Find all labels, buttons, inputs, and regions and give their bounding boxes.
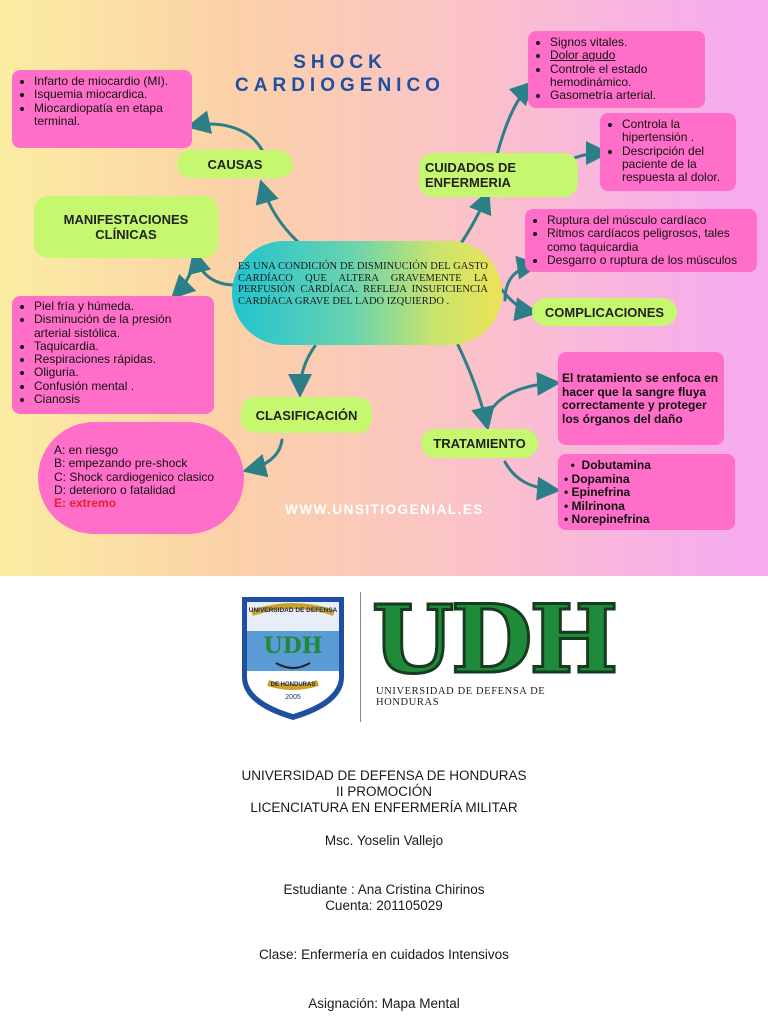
list-item: Isquemia miocardica. xyxy=(34,87,188,101)
list-item: Gasometría arterial. xyxy=(550,88,701,102)
list-item: Ritmos cardíacos peligrosos, tales como … xyxy=(547,227,753,254)
list-item: B: empezando pre-shock xyxy=(54,456,188,471)
tratamiento-drugs-box: • Dobutamina • Dopamina • Epinefrina • M… xyxy=(558,454,735,530)
program: LICENCIATURA EN ENFERMERÍA MILITAR xyxy=(250,800,518,815)
clasificacion-node: CLASIFICACIÓN xyxy=(241,397,372,433)
connector-arrows xyxy=(170,80,610,501)
shield-letters: UDH xyxy=(263,633,322,659)
arrow-center-to-cuidados xyxy=(456,189,492,250)
list-item: Desgarro o ruptura de los músculos xyxy=(547,253,753,267)
list-item: Descripción del paciente de la respuesta… xyxy=(622,144,732,185)
drug-name: Norepinefrina xyxy=(571,512,650,526)
list-item: Oliguria. xyxy=(34,366,210,380)
list-item: E: extremo xyxy=(54,496,117,511)
udh-shield-logo: UNIVERSIDAD DE DEFENSA UDH DE HONDURAS 2… xyxy=(242,597,344,720)
university-name: UNIVERSIDAD DE DEFENSA DE HONDURAS xyxy=(241,768,527,783)
student: Estudiante : Ana Cristina Chirinos xyxy=(283,882,485,897)
central-definition: ES UNA CONDICIÓN DE DISMINUCIÓN DEL GAST… xyxy=(232,241,502,345)
title-line-1: SHOCK xyxy=(293,52,387,73)
arrow-center-to-clasificacion xyxy=(288,344,317,398)
watermark: WWW.UNSITIOGENIAL.ES xyxy=(285,502,484,517)
list-item: • Milrinona xyxy=(564,498,625,513)
list-item: Cianosis xyxy=(34,392,210,406)
mind-map: SHOCK CARDIOGENICO Infarto de miocardio … xyxy=(0,0,768,576)
drug-name: Milrinona xyxy=(571,498,625,513)
tratamiento-node: TRATAMIENTO xyxy=(421,429,538,458)
drug-name: Dobutamina xyxy=(581,458,651,472)
list-item: Respiraciones rápidas. xyxy=(34,352,210,366)
shield-year-text: 2005 xyxy=(285,694,301,701)
list-item: C: Shock cardiogenico clasico xyxy=(54,469,215,484)
logo-divider xyxy=(360,592,361,722)
list-item: Piel fría y húmeda. xyxy=(34,299,210,313)
list-item: Infarto de miocardio (MI). xyxy=(34,74,188,88)
cuidados-box-b: Controla la hipertensión . Descripción d… xyxy=(600,113,736,191)
promotion: II PROMOCIÓN xyxy=(335,784,432,799)
list-item: • Norepinefrina xyxy=(564,512,650,526)
list-item: Miocardiopatía en etapa terminal. xyxy=(34,101,188,129)
udh-big-letters: UDH xyxy=(371,585,620,695)
teacher: Msc. Yoselin Vallejo xyxy=(324,833,444,848)
complicaciones-box: Ruptura del músculo cardíaco Ritmos card… xyxy=(525,209,757,272)
list-item: • Epinefrina xyxy=(564,485,631,499)
list-item: Controla la hipertensión . xyxy=(622,117,732,145)
title-line-2: CARDIOGENICO xyxy=(235,75,445,96)
arrow-center-to-manifest xyxy=(187,249,237,287)
list-item: A: en riesgo xyxy=(54,443,119,457)
arrow-center-to-tratamiento xyxy=(456,343,495,431)
cuidados-node: CUIDADOS DE ENFERMERIA xyxy=(419,153,578,197)
list-item: Ruptura del músculo cardíaco xyxy=(547,213,753,227)
list-item: • Dobutamina xyxy=(564,458,651,472)
tratamiento-description-box: El tratamiento se enfoca en hacer que la… xyxy=(558,352,724,445)
list-item: Controle el estado hemodinámico. xyxy=(550,62,701,90)
account: Cuenta: 201105029 xyxy=(325,898,443,913)
shield-top-text: UNIVERSIDAD DE DEFENSA xyxy=(249,607,338,614)
shield-bottom-text: DE HONDURAS xyxy=(271,682,316,688)
arrow-center-to-causas xyxy=(255,179,300,244)
drug-name: Dopamina xyxy=(571,471,630,486)
drug-name: Epinefrina xyxy=(571,485,631,499)
manifestaciones-node: MANIFESTACIONES CLÍNICAS xyxy=(34,196,218,258)
list-item: D: deterioro o fatalidad xyxy=(54,482,176,497)
causas-box: Infarto de miocardio (MI). Isquemia mioc… xyxy=(12,70,192,148)
udh-subtitle: UNIVERSIDAD DE DEFENSA DE HONDURAS xyxy=(376,686,546,708)
arrow-causas-to-box xyxy=(186,110,264,152)
list-item: Confusión mental . xyxy=(34,379,210,393)
list-item: Signos vitales. xyxy=(550,35,701,49)
manifestaciones-box: Piel fría y húmeda. Disminución de la pr… xyxy=(12,296,214,414)
list-item: Disminución de la presión arterial sistó… xyxy=(34,313,210,340)
arrow-clasificacion-to-box xyxy=(242,438,284,478)
arrow-cuidados-to-box-a xyxy=(495,80,535,157)
clasificacion-box: A: en riesgo B: empezando pre-shock C: S… xyxy=(38,422,244,534)
list-item: Dolor agudo xyxy=(550,48,701,62)
cuidados-box-a: Signos vitales. Dolor agudo Controle el … xyxy=(528,31,705,108)
arrow-tratamiento-to-box-b xyxy=(503,460,561,501)
arrow-tratamiento-to-box-a xyxy=(483,371,561,427)
class: Clase: Enfermería en cuidados Intensivos xyxy=(259,947,509,962)
causas-node: CAUSAS xyxy=(177,150,293,178)
list-item: Taquicardia. xyxy=(34,339,210,353)
assignment: Asignación: Mapa Mental xyxy=(308,996,460,1011)
complicaciones-node: COMPLICACIONES xyxy=(532,298,677,326)
logo-area: UNIVERSIDAD DE DEFENSA UDH DE HONDURAS 2… xyxy=(0,576,768,736)
list-item: • Dopamina xyxy=(564,471,630,486)
